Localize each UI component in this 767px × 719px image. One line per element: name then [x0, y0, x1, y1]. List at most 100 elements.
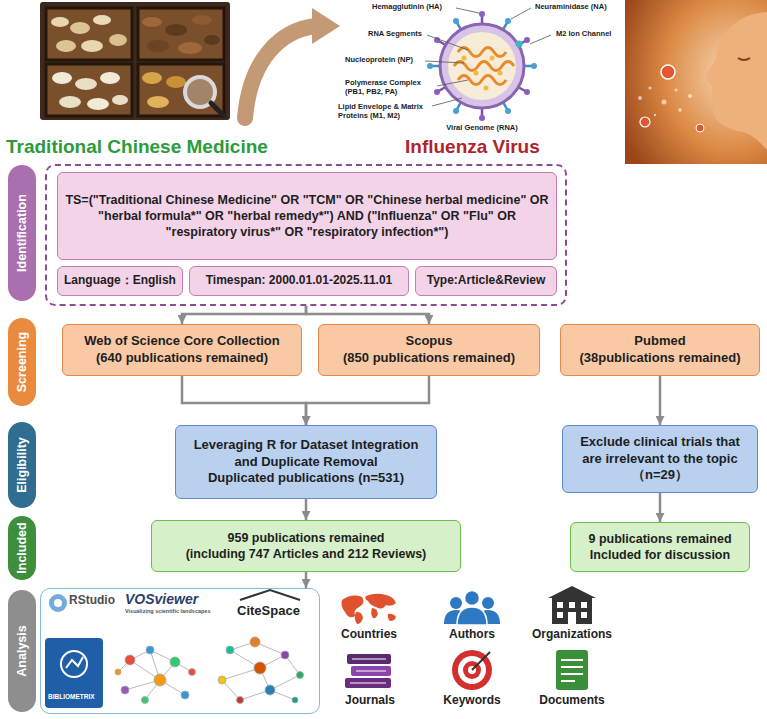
organization-icon: [581, 602, 587, 608]
virus-illustration: [481, 108, 484, 117]
sneeze-photo: [706, 12, 767, 150]
organization-icon: [569, 602, 575, 608]
criteria-box: Timespan: 2000.01.01-2025.11.01: [189, 266, 409, 296]
herb-photo: [81, 40, 103, 52]
network-map: [175, 662, 192, 672]
herb-photo: [211, 103, 224, 116]
virus-illustration: [503, 22, 508, 30]
section-title: Influenza Virus: [405, 136, 540, 158]
tool-logos: [66, 657, 83, 668]
tool-logos: [49, 594, 67, 612]
herb-photo: [112, 95, 128, 105]
network-map: [222, 680, 240, 700]
box-text: 9 publications remained: [588, 531, 731, 547]
leader-line: [456, 8, 479, 13]
flow-arrow: [305, 499, 308, 520]
herb-photo: [178, 42, 202, 54]
virus-illustration: [454, 62, 514, 71]
virus-part-label: Neuraminidase (NA): [535, 3, 607, 12]
network-map: [270, 675, 300, 690]
sneeze-photo: [625, 0, 767, 164]
herb-photo: [40, 2, 230, 120]
tool-logo-text: BIBLIOMETRIX: [48, 693, 95, 701]
organization-icon: [548, 586, 596, 598]
organization-icon: [581, 612, 587, 618]
journals-icon: [345, 678, 391, 688]
network-map: [230, 650, 260, 668]
sneeze-photo: [649, 87, 652, 90]
network-map: [265, 685, 275, 695]
flow-arrow: [659, 493, 662, 522]
box-text: Web of Science Core Collection: [84, 333, 280, 350]
herb-photo: [46, 8, 132, 60]
network-map: [125, 655, 135, 665]
stage-label: Analysis: [14, 625, 30, 676]
virus-illustration: [462, 56, 467, 61]
virus-illustration: [516, 41, 523, 48]
stage-label: Eligibility: [14, 437, 30, 493]
virus-illustration: [524, 65, 533, 68]
authors-icon: [450, 597, 462, 609]
herb-photo: [138, 64, 224, 116]
icon-label: Documents: [539, 694, 604, 708]
leader-line: [437, 80, 468, 86]
sneeze-photo: [640, 117, 650, 127]
database-box: Pubmed(38publications remained): [560, 324, 760, 376]
documents-icon: [556, 650, 588, 690]
virus-illustration: [434, 89, 440, 95]
authors-icon: [444, 591, 500, 626]
section-title: Traditional Chinese Medicine: [6, 136, 268, 158]
result-box: 959 publications remained(including 747 …: [151, 520, 461, 572]
box-text: Scopus: [406, 333, 453, 350]
keywords-icon: [452, 650, 492, 690]
virus-illustration: [505, 108, 511, 114]
keywords-icon: [458, 656, 486, 684]
network-map: [218, 637, 304, 704]
stage-pill: Analysis: [8, 590, 36, 712]
virus-illustration: [440, 24, 524, 108]
network-map: [226, 646, 234, 654]
network-map: [115, 669, 121, 675]
flow-arrow: [306, 376, 429, 425]
box-text: Duplicated publications (n=531): [208, 470, 404, 487]
virus-illustration: [474, 71, 479, 76]
curved-arrow: [245, 8, 340, 118]
organization-icon: [552, 598, 592, 624]
keywords-icon: [468, 666, 476, 674]
documents-icon: [561, 673, 583, 675]
virus-illustration: [425, 8, 551, 121]
virus-illustration: [524, 37, 530, 43]
keywords-icon: [452, 650, 492, 690]
criteria-box: Type:Article&Review: [415, 266, 557, 296]
network-map: [181, 691, 189, 699]
tool-panel: RStudioVOSviewerVisualizing scientific l…: [40, 588, 320, 714]
world-map-icon: [388, 614, 396, 621]
stage-label: Included: [14, 522, 30, 573]
herb-photo: [147, 40, 169, 52]
herb-photo: [59, 96, 81, 108]
herb-photo: [70, 22, 90, 34]
virus-illustration: [479, 115, 485, 121]
network-map: [230, 642, 255, 650]
virus-illustration: [438, 41, 446, 46]
authors-icon: [465, 591, 480, 606]
criteria-box: Language：English: [57, 266, 183, 296]
tool-logos: [61, 651, 87, 677]
flow-arrow: [182, 306, 306, 324]
icon-label: Keywords: [443, 694, 500, 708]
stage-pill: Included: [8, 516, 36, 580]
virus-illustration: [484, 86, 489, 91]
leader-line: [425, 61, 464, 63]
stage-label: Screening: [14, 332, 30, 392]
herb-photo: [192, 15, 212, 25]
database-box: Web of Science Core Collection(640 publi…: [62, 324, 302, 376]
keywords-icon: [463, 661, 481, 679]
virus-illustration: [458, 48, 506, 57]
tool-logo-text: VOSviewer: [125, 590, 198, 608]
virus-illustration: [434, 37, 440, 43]
virus-part-label: Lipid Envelope & Matrix Proteins (M1, M2…: [338, 103, 428, 120]
sneeze-photo: [688, 94, 692, 98]
documents-icon: [561, 680, 575, 682]
virus-illustration: [531, 63, 537, 69]
authors-icon: [457, 607, 487, 625]
